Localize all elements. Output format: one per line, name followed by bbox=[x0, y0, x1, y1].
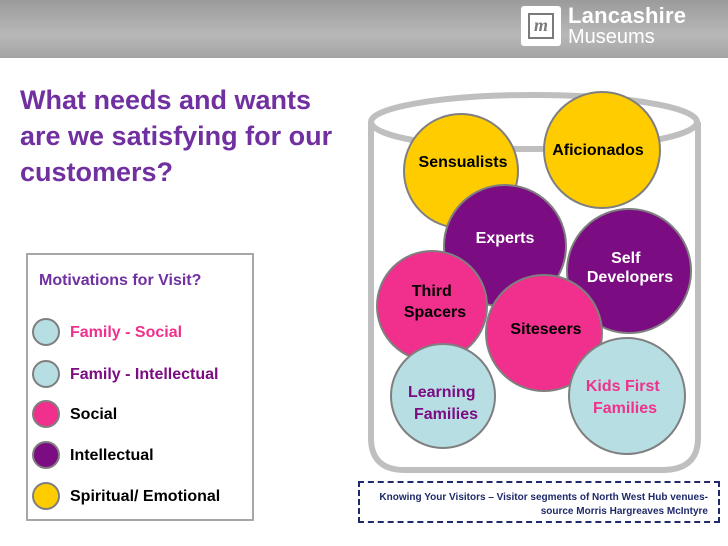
bubble-learning-families: Learning Families bbox=[390, 343, 496, 449]
bubble-label-line: Families bbox=[593, 400, 657, 417]
header-bar bbox=[0, 0, 728, 58]
legend-label-family-social: Family - Social bbox=[70, 324, 183, 341]
legend-swatch-intellectual bbox=[32, 441, 60, 469]
legend-swatch-social bbox=[32, 400, 60, 428]
legend-heading: Motivations for Visit? bbox=[39, 272, 202, 289]
bubble-label-line: Third bbox=[412, 283, 452, 300]
bubble-siteseers: Siteseers bbox=[485, 274, 603, 392]
bubble-label: Third Spacers bbox=[404, 283, 466, 321]
lancashire-museums-logo: m Lancashire Museums bbox=[521, 3, 721, 49]
motivations-legend: Motivations for Visit? Family - Social F… bbox=[26, 253, 254, 521]
bubble-label-line: Kids First bbox=[586, 378, 660, 395]
logo-text-lancashire: Lancashire bbox=[568, 3, 687, 28]
page-title: What needs and wants are we satisfying f… bbox=[20, 85, 333, 187]
bubble-label: Learning Families bbox=[408, 384, 480, 423]
source-note: Knowing Your Visitors – Visitor segments… bbox=[358, 481, 720, 523]
bubble-label: Sensualists bbox=[419, 154, 508, 171]
bubble-circle bbox=[543, 91, 661, 209]
legend-label-family-intellectual: Family - Intellectual bbox=[70, 366, 219, 383]
logo-text-museums: Museums bbox=[568, 26, 655, 48]
legend-swatch-family-social bbox=[32, 318, 60, 346]
legend-label-social: Social bbox=[70, 406, 118, 423]
bubble-third-spacers: Third Spacers bbox=[376, 250, 488, 362]
bubble-label-line: Developers bbox=[587, 269, 673, 286]
bubble-circle bbox=[485, 274, 603, 392]
logo-mark-letter: m bbox=[528, 13, 554, 39]
bubble-label: Siteseers bbox=[510, 321, 581, 338]
bubble-label-line: Self bbox=[611, 250, 641, 267]
bubble-kids-first-families: Kids First Families bbox=[568, 337, 686, 455]
bubble-circle bbox=[568, 337, 686, 455]
legend-label-spiritual-emotional: Spiritual/ Emotional bbox=[70, 488, 221, 505]
legend-item-intellectual: Intellectual bbox=[32, 441, 254, 475]
legend-item-social: Social bbox=[32, 400, 254, 434]
bubble-label: Self Developers bbox=[587, 250, 673, 286]
legend-item-family-intellectual: Family - Intellectual bbox=[32, 360, 254, 394]
logo-mark: m bbox=[521, 6, 561, 46]
bubble-label-line: Experts bbox=[476, 230, 535, 247]
bubble-label: Aficionados bbox=[552, 142, 644, 159]
legend-label-intellectual: Intellectual bbox=[70, 447, 154, 464]
bubble-label-line: Families bbox=[414, 406, 478, 423]
legend-swatch-family-intellectual bbox=[32, 360, 60, 388]
source-note-line1: Knowing Your Visitors – Visitor segments… bbox=[379, 492, 708, 503]
bubble-circle bbox=[566, 208, 692, 334]
bubble-label-line: Aficionados bbox=[552, 142, 644, 159]
bubble-label-line: Spacers bbox=[404, 304, 466, 321]
bubble-self-developers: Self Developers bbox=[566, 208, 692, 334]
legend-item-spiritual-emotional: Spiritual/ Emotional bbox=[32, 482, 254, 516]
bubble-label-line: Sensualists bbox=[419, 154, 508, 171]
bubble-label: Kids First Families bbox=[586, 378, 664, 417]
bubble-circle bbox=[390, 343, 496, 449]
bubble-label-line: Siteseers bbox=[510, 321, 581, 338]
legend-item-family-social: Family - Social bbox=[32, 318, 254, 352]
source-note-line2: source Morris Hargreaves McIntyre bbox=[540, 506, 708, 517]
bubble-aficionados: Aficionados bbox=[543, 91, 661, 209]
bubble-label-line: Learning bbox=[408, 384, 476, 401]
legend-swatch-spiritual-emotional bbox=[32, 482, 60, 510]
bubble-label: Experts bbox=[476, 230, 535, 247]
